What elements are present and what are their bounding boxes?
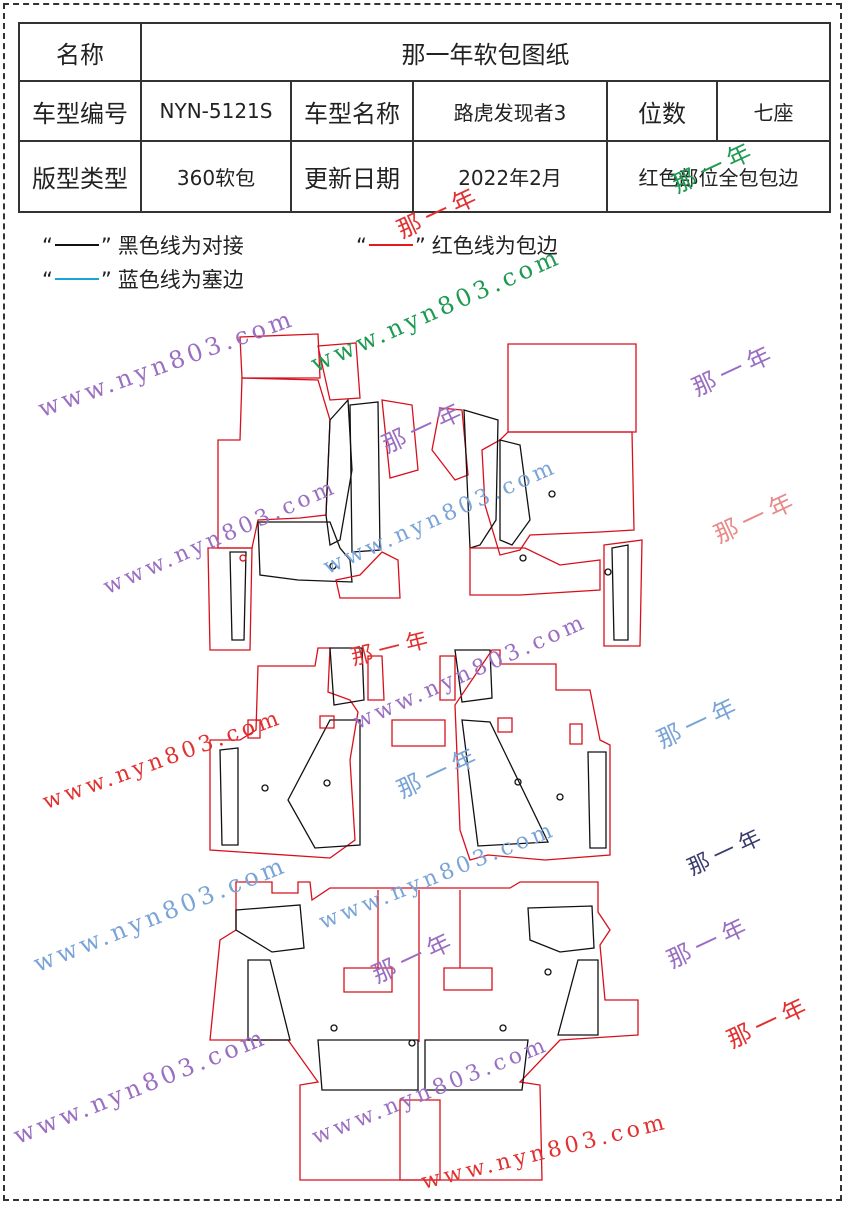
legend-red-text: 红色线为包边 — [431, 234, 558, 258]
legend-blue-text: 蓝色线为塞边 — [117, 268, 244, 292]
model-code-label: 车型编号 — [18, 80, 142, 142]
model-row: 车型编号 NYN-5121S 车型名称 路虎发现者3 位数 七座 — [18, 80, 831, 142]
blue-line-swatch — [54, 278, 99, 280]
seats-label: 位数 — [606, 80, 718, 142]
front-left-mat — [207, 333, 419, 651]
legend-red: “”红色线为包边 — [356, 234, 558, 258]
update-date-value: 2022年2月 — [412, 140, 608, 213]
middle-center-strip — [391, 719, 446, 747]
middle-left-mat — [209, 647, 385, 859]
page-border — [3, 3, 842, 1201]
title-row: 名称 那一年软包图纸 — [18, 22, 831, 82]
legend-black-text: 黑色线为对接 — [117, 234, 244, 258]
model-name-value: 路虎发现者3 — [412, 80, 608, 142]
black-line-swatch — [54, 244, 99, 246]
model-code-value: NYN-5121S — [140, 80, 292, 142]
seats-value: 七座 — [716, 80, 831, 142]
pattern-type-value: 360软包 — [140, 140, 292, 213]
model-name-label: 车型名称 — [290, 80, 414, 142]
update-date-label: 更新日期 — [290, 140, 414, 213]
title-label: 名称 — [18, 22, 142, 82]
type-row: 版型类型 360软包 更新日期 2022年2月 红色部位全包包边 — [18, 140, 831, 213]
legend-blue: “”蓝色线为塞边 — [42, 268, 244, 292]
info-table: 名称 那一年软包图纸 车型编号 NYN-5121S 车型名称 路虎发现者3 位数… — [18, 22, 831, 213]
rear-mat — [209, 881, 639, 1181]
middle-right-mat — [439, 649, 611, 861]
note-value: 红色部位全包包边 — [606, 140, 831, 213]
front-right-mat — [431, 343, 643, 647]
title-value: 那一年软包图纸 — [140, 22, 831, 82]
red-line-swatch — [368, 244, 413, 246]
pattern-type-label: 版型类型 — [18, 140, 142, 213]
legend-black: “”黑色线为对接 — [42, 234, 244, 258]
